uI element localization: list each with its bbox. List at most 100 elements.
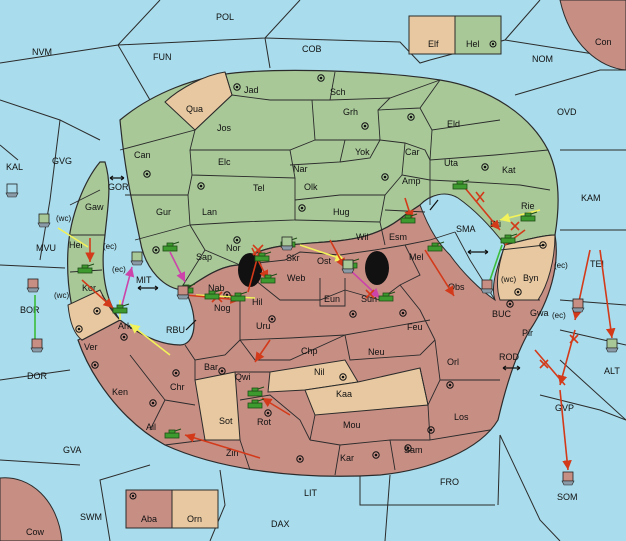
label-elc: Elc: [218, 157, 231, 167]
fleet-unit[interactable]: [571, 298, 585, 313]
supply-center: [427, 426, 435, 434]
label-pol: POL: [216, 12, 234, 22]
supply-center: [143, 170, 151, 178]
supply-center-dot: [154, 248, 158, 252]
label-car: Car: [405, 147, 420, 157]
supply-center-dot: [483, 165, 487, 169]
supply-center: [539, 241, 547, 249]
label-uru: Uru: [256, 321, 271, 331]
label-yok: Yok: [355, 147, 370, 157]
label-nvm: NVM: [32, 47, 52, 57]
fleet-unit[interactable]: [561, 471, 575, 486]
army-unit[interactable]: [452, 179, 470, 190]
supply-center-dot: [401, 311, 405, 315]
army-unit[interactable]: [378, 291, 396, 302]
supply-center-dot: [174, 371, 178, 375]
label-mvu: MVU: [36, 243, 56, 253]
supply-center: [298, 204, 306, 212]
army-unit[interactable]: [77, 263, 95, 274]
label-kat: Kat: [502, 165, 516, 175]
label-fun: FUN: [153, 52, 172, 62]
label-ec: (ec): [554, 261, 568, 270]
army-unit[interactable]: [247, 398, 265, 409]
fleet-unit[interactable]: [30, 338, 44, 353]
label-uta: Uta: [444, 158, 458, 168]
legend-bottom: Aba Orn: [125, 489, 219, 529]
army-unit[interactable]: [500, 233, 518, 244]
supply-center-dot: [383, 175, 387, 179]
supply-center-dot: [77, 327, 81, 331]
supply-center-dot: [541, 243, 545, 247]
label-nab: Nab: [208, 283, 225, 293]
label-mel: Mel: [409, 252, 424, 262]
army-unit[interactable]: [230, 291, 248, 302]
fleet-unit[interactable]: [480, 279, 494, 294]
supply-center-dot: [95, 309, 99, 313]
supply-center-dot: [151, 401, 155, 405]
label-ark: Ark: [118, 321, 132, 331]
label-wc: (wc): [54, 291, 69, 300]
label-kam: KAM: [581, 193, 601, 203]
supply-center-dot: [516, 290, 520, 294]
label-sam: Sam: [404, 445, 423, 455]
label-gor: GOR: [108, 182, 129, 192]
supply-center-dot: [363, 124, 367, 128]
legend-orn: Orn: [187, 514, 202, 524]
army-unit[interactable]: [164, 428, 182, 439]
label-chp: Chp: [301, 346, 318, 356]
fleet-unit[interactable]: [26, 278, 40, 293]
fleet-unit[interactable]: [605, 338, 619, 353]
label-cow: Cow: [26, 527, 45, 537]
label-jad: Jad: [244, 85, 259, 95]
supply-center-dot: [300, 206, 304, 210]
label-bar: Bar: [204, 362, 218, 372]
label-ver: Ver: [84, 342, 98, 352]
supply-center-dot: [508, 302, 512, 306]
fleet-unit[interactable]: [280, 236, 294, 251]
label-web: Web: [287, 273, 305, 283]
supply-center-dot: [406, 446, 410, 450]
label-kaa: Kaa: [336, 389, 352, 399]
supply-center: [149, 399, 157, 407]
supply-center: [218, 367, 226, 375]
supply-center: [268, 315, 276, 323]
supply-center: [172, 369, 180, 377]
supply-center-dot: [122, 335, 126, 339]
label-rbu: RBU: [166, 325, 185, 335]
fleet-unit[interactable]: [176, 285, 190, 300]
label-esm: Esm: [389, 232, 407, 242]
label-hil: Hil: [252, 297, 263, 307]
army-unit[interactable]: [260, 273, 278, 284]
army-unit[interactable]: [204, 289, 222, 300]
supply-center: [372, 451, 380, 459]
fleet-unit[interactable]: [341, 259, 355, 274]
supply-center: [317, 74, 325, 82]
supply-center-dot: [93, 363, 97, 367]
army-unit[interactable]: [254, 251, 272, 262]
supply-center: [381, 173, 389, 181]
region-byn[interactable]: [497, 234, 556, 301]
supply-center-dot: [341, 375, 345, 379]
army-unit[interactable]: [520, 211, 538, 222]
army-unit[interactable]: [247, 386, 265, 397]
label-gva: GVA: [63, 445, 81, 455]
fleet-unit[interactable]: [130, 251, 144, 266]
coast-annotations: (wc)(ec)(ec)(wc)(ec)(wc)(ec): [54, 214, 568, 320]
label-sch: Sch: [330, 87, 346, 97]
supply-center: [407, 113, 415, 121]
label-gur: Gur: [156, 207, 171, 217]
army-unit[interactable]: [162, 241, 180, 252]
fleet-unit[interactable]: [5, 183, 19, 198]
army-unit[interactable]: [427, 241, 445, 252]
army-unit[interactable]: [112, 303, 130, 314]
label-grh: Grh: [343, 107, 358, 117]
label-wil: Wil: [356, 232, 369, 242]
army-unit[interactable]: [400, 213, 418, 224]
label-rot: Rot: [257, 417, 272, 427]
fleet-unit[interactable]: [37, 213, 51, 228]
